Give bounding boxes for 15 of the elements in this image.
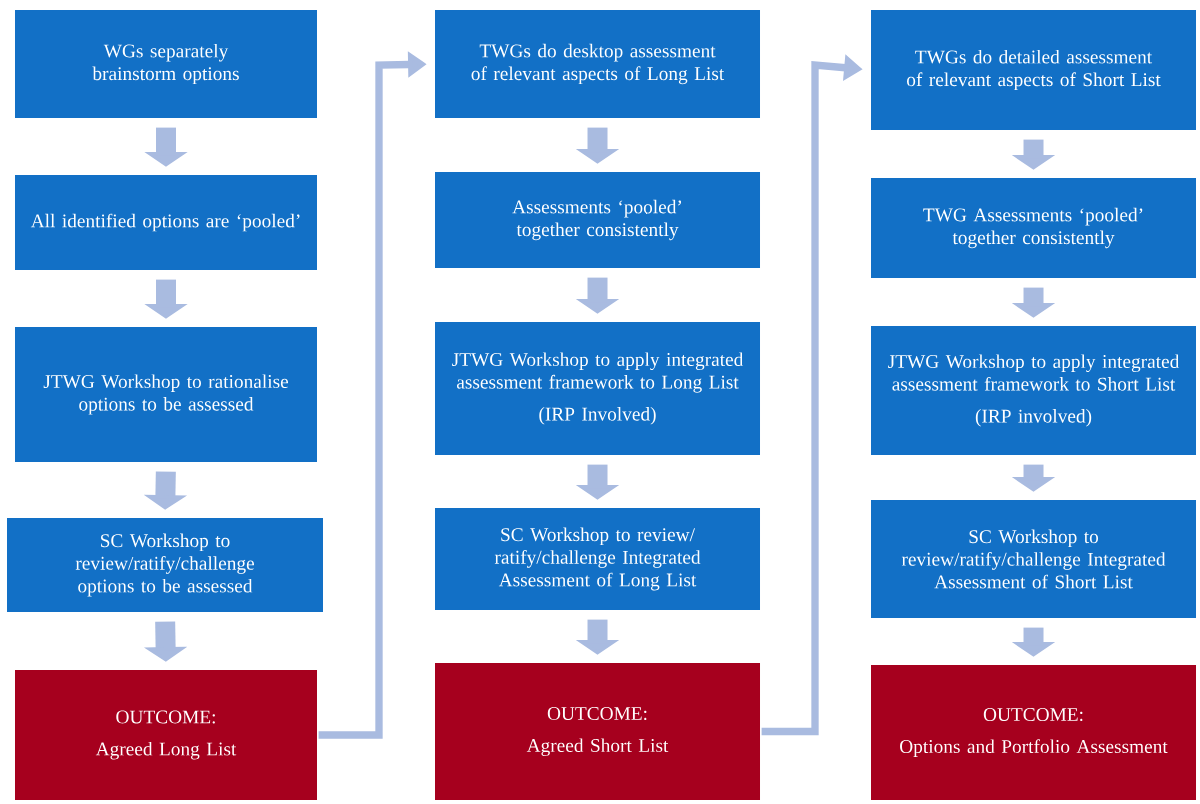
process-box: All identified options are ‘pooled’ xyxy=(15,175,317,270)
process-box: TWGs do desktop assessment of relevant aspects of Long List xyxy=(435,10,760,118)
process-box: TWGs do detailed assessment of relevant aspects of Short List xyxy=(871,10,1196,130)
process-box: Assessments ‘pooled’ together consistently xyxy=(435,172,760,268)
outcome-box: OUTCOME: Agreed Long List xyxy=(15,670,317,800)
process-box: JTWG Workshop to apply integrated assessment framework to Short List (IRP involved) xyxy=(871,326,1196,455)
process-box: JTWG Workshop to apply integrated assessment framework to Long List (IRP Involved) xyxy=(435,322,760,455)
outcome-box: OUTCOME: Agreed Short List xyxy=(435,663,760,800)
process-box: TWG Assessments ‘pooled’ together consistently xyxy=(871,178,1196,278)
process-box: WGs separately brainstorm options xyxy=(15,10,317,118)
process-box: SC Workshop to review/ratify/challenge Integrated Assessment of Short List xyxy=(871,500,1196,618)
process-box: SC Workshop to review/ ratify/challenge Integrated Assessment of Long List xyxy=(435,508,760,610)
outcome-box: OUTCOME: Options and Portfolio Assessment xyxy=(871,665,1196,800)
process-box: JTWG Workshop to rationalise options to be assessed xyxy=(15,327,317,462)
process-box: SC Workshop to review/ratify/challenge options to be assessed xyxy=(7,518,323,612)
